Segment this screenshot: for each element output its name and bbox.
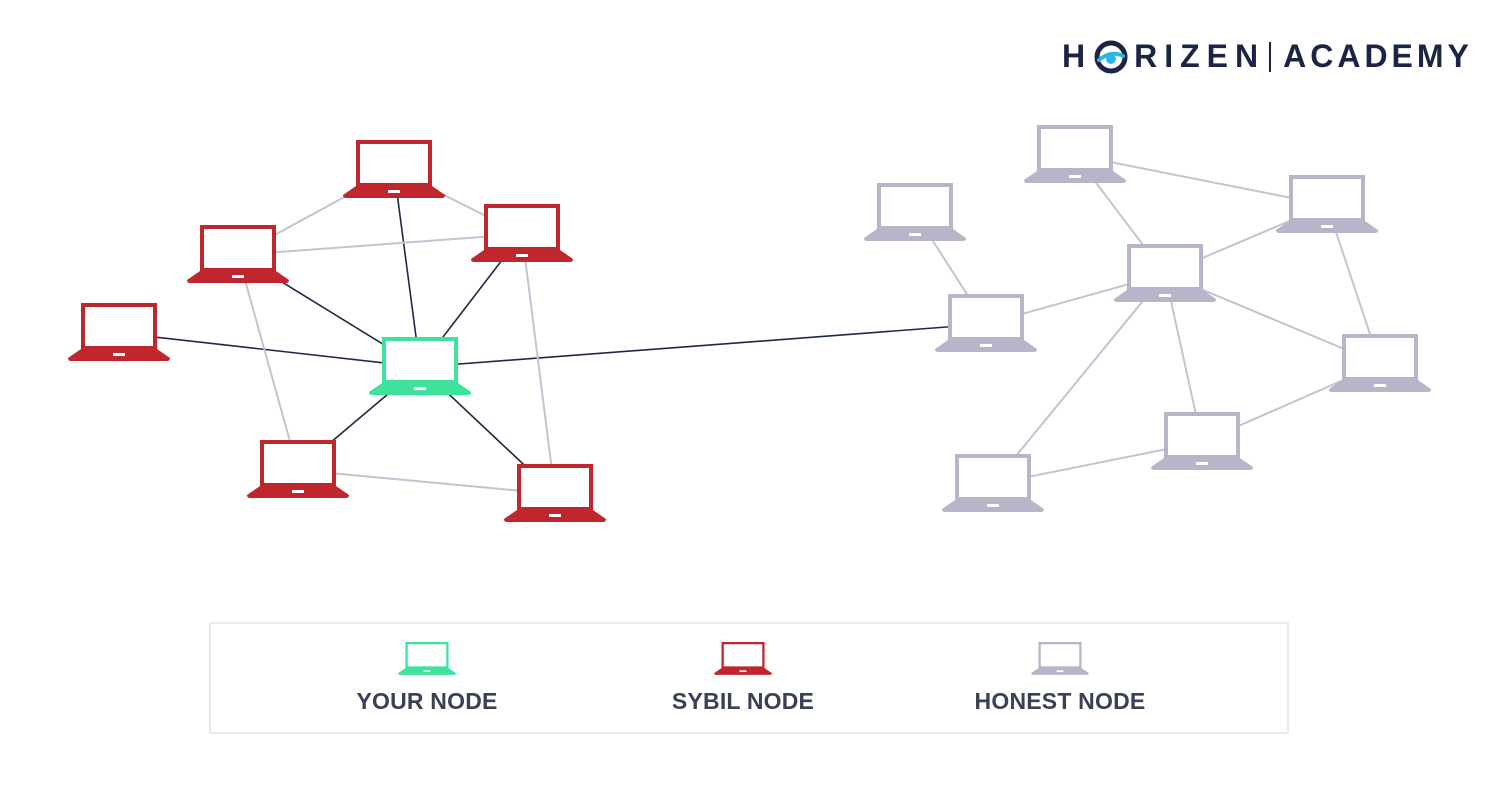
edge-s2-s3 bbox=[237, 233, 523, 256]
logo-letter-h: H bbox=[1062, 38, 1093, 74]
legend-your-node: YOUR NODE bbox=[307, 642, 547, 715]
your-node-laptop-icon bbox=[398, 642, 456, 675]
brand-name: H RIZEN bbox=[1062, 38, 1265, 75]
logo-letters-rizen: RIZEN bbox=[1134, 38, 1266, 74]
edge-s5-s6 bbox=[297, 469, 556, 495]
sybil-node-laptop-icon bbox=[247, 440, 349, 498]
honest-node-laptop-icon bbox=[1276, 175, 1378, 233]
edge-h3-h5 bbox=[1074, 154, 1328, 206]
sybil-node-laptop-icon bbox=[68, 303, 170, 361]
legend-sybil-node: SYBIL NODE bbox=[623, 642, 863, 715]
your-node-laptop-icon bbox=[369, 337, 471, 395]
honest-node-laptop-icon bbox=[1024, 125, 1126, 183]
edge-h4-h8 bbox=[992, 273, 1166, 485]
sybil-node-laptop-icon bbox=[471, 204, 573, 262]
logo-academy: ACADEMY bbox=[1283, 38, 1473, 74]
node-layer bbox=[68, 125, 1431, 522]
legend-honest-node-label: HONEST NODE bbox=[974, 688, 1146, 714]
edge-you-s1 bbox=[393, 169, 421, 368]
edge-you-h2 bbox=[419, 323, 987, 368]
sybil-node-laptop-icon bbox=[187, 225, 289, 283]
legend: YOUR NODE SYBIL NODE HONEST NODE bbox=[209, 622, 1289, 734]
honest-node-laptop-icon bbox=[942, 454, 1044, 512]
honest-node-laptop-icon bbox=[935, 294, 1037, 352]
honest-node-laptop-icon bbox=[1114, 244, 1216, 302]
horizen-o-icon bbox=[1094, 40, 1128, 73]
horizen-academy-logo: H RIZEN ACADEMY bbox=[1062, 38, 1473, 75]
honest-node-laptop-icon bbox=[1151, 412, 1253, 470]
sybil-node-laptop-icon bbox=[504, 464, 606, 522]
honest-node-laptop-icon bbox=[1031, 642, 1089, 675]
honest-node-laptop-icon bbox=[1329, 334, 1431, 392]
legend-sybil-node-label: SYBIL NODE bbox=[671, 688, 815, 714]
edge-s2-s5 bbox=[237, 254, 299, 471]
edge-s3-s6 bbox=[521, 233, 556, 495]
honest-node-laptop-icon bbox=[864, 183, 966, 241]
sybil-node-laptop-icon bbox=[343, 140, 445, 198]
legend-honest-node: HONEST NODE bbox=[940, 642, 1180, 715]
sybil-node-laptop-icon bbox=[714, 642, 772, 675]
edge-you-s4 bbox=[118, 332, 421, 368]
logo-divider bbox=[1269, 41, 1272, 72]
legend-your-node-label: YOUR NODE bbox=[356, 688, 498, 714]
